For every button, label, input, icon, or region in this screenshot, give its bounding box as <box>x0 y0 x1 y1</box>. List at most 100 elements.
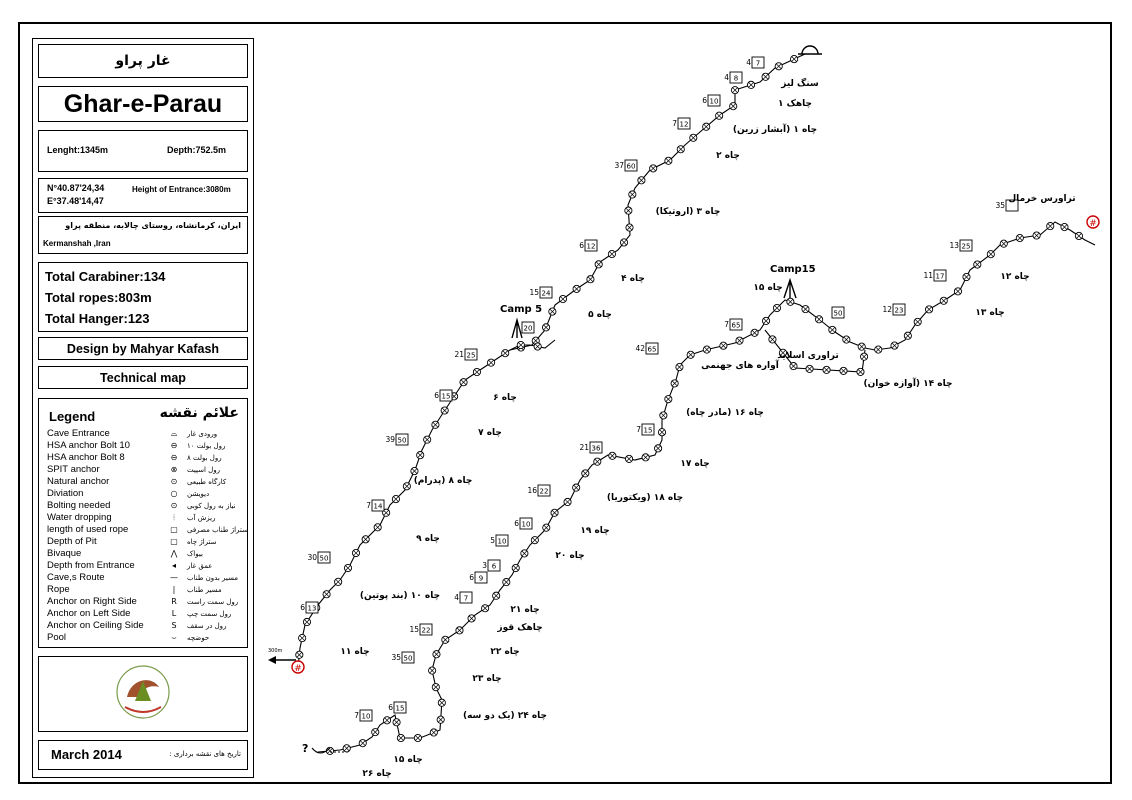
rope-length-value: 50 <box>404 655 413 663</box>
anchor-cross-mark <box>456 627 463 633</box>
label-chah26: چاه ۲۶ <box>362 769 391 779</box>
anchor-cross-mark <box>974 261 980 268</box>
legend-item-label-fa: رول بولت ۱۰ <box>187 442 226 450</box>
pit-depth-value: 11 <box>923 271 933 280</box>
rope-length-value: 50 <box>398 437 407 445</box>
pit-depth-value: 6 <box>579 241 584 250</box>
coordinates-box: N°40.87'24,34 E°37.48'14,47 Height of En… <box>38 178 248 213</box>
location-en: Kermanshah ,Iran <box>43 239 111 248</box>
label-chah13: چاه ۱۳ <box>975 308 1004 318</box>
total-ropes: Total ropes:803m <box>45 290 152 305</box>
coord-n: N°40.87'24,34 <box>47 183 105 193</box>
rope-length-box <box>419 623 433 636</box>
rope-length-value: 65 <box>648 346 657 354</box>
legend-symbol-icon: R <box>171 597 177 606</box>
rope-length-box <box>439 389 453 402</box>
rope-length-box <box>584 239 598 252</box>
anchor-cross-mark <box>774 305 780 311</box>
label-chah16: چاه ۱۶ (مادر چاه) <box>686 408 764 418</box>
legend-item-label: Bivaque <box>47 548 82 559</box>
pit-depth-value: 4 <box>724 73 729 82</box>
legend-item-label: HSA anchor Bolt 8 <box>47 452 125 463</box>
pit-depth-value: 35 <box>995 201 1005 210</box>
pit-depth-value: 7 <box>354 711 359 720</box>
rope-length-box <box>729 318 743 331</box>
anchor-cross-mark <box>732 87 738 93</box>
legend-symbol-icon: ⊖ <box>170 441 178 450</box>
anchor-cross-mark <box>769 336 776 343</box>
label-chah9: چاه ۹ <box>416 534 440 544</box>
legend-item-label-fa: مسیر طناب <box>187 586 222 594</box>
depth-value: Depth:752.5m <box>167 145 227 155</box>
rope-length-box <box>707 94 721 107</box>
anchor-cross-mark <box>582 470 588 477</box>
legend-symbol-icon: ○ <box>170 489 178 498</box>
anchor-cross-mark <box>688 352 694 358</box>
label-chah12: چاه ۱۲ <box>1000 272 1029 282</box>
logo-box <box>38 656 248 732</box>
label-chah7: چاه ۷ <box>478 428 502 438</box>
label-traverse-khormal: تراورس خرمال <box>1008 194 1075 204</box>
rope-length-value: 7 <box>756 60 760 68</box>
anchor-cross-mark <box>690 135 696 141</box>
pit-depth-value: 6 <box>702 96 707 105</box>
depth-marker <box>268 656 296 664</box>
anchor-cross-mark <box>703 124 709 130</box>
rope-length-box <box>645 342 659 355</box>
legend-item-label-fa: حوضچه <box>187 634 210 642</box>
total-carabiner: Total Carabiner:134 <box>45 269 166 284</box>
anchor-cross-mark <box>642 454 649 460</box>
anchor-cross-mark <box>518 342 524 348</box>
rope-length-value: 9 <box>479 575 483 583</box>
pit-depth-value: 6 <box>300 603 305 612</box>
pit-depth-value: 15 <box>529 288 539 297</box>
legend-symbol-icon: ⊖ <box>170 453 178 462</box>
legend-item-label: length of used rope <box>47 524 129 535</box>
rope-length-value: 10 <box>498 538 507 546</box>
rope-length-box <box>395 433 409 446</box>
anchor-cross-mark <box>776 63 782 69</box>
legend-item-label: Pool <box>47 632 67 643</box>
legend-item-label: Diviation <box>47 488 84 499</box>
anchor-cross-mark <box>502 350 508 356</box>
pit-depth-value: 13 <box>949 241 959 250</box>
rope-length-box <box>729 71 743 84</box>
anchor-cross-mark <box>730 103 736 109</box>
anchor-cross-mark <box>650 165 656 172</box>
anchor-cross-mark <box>596 261 602 268</box>
anchor-cross-mark <box>344 745 350 751</box>
rope-length-box <box>641 423 655 436</box>
label-chah2: چاه ۲ <box>716 151 740 161</box>
label-chah15b: چاه ۱۵ <box>393 755 422 765</box>
anchor-cross-mark <box>594 459 600 465</box>
anchor-cross-mark <box>963 274 970 280</box>
anchor-cross-mark <box>560 296 566 302</box>
anchor-cross-mark <box>915 319 921 325</box>
anchor-cross-mark <box>323 591 330 597</box>
legend-item-label: HSA anchor Bolt 10 <box>47 440 130 451</box>
rope-length-value: 24 <box>542 290 551 298</box>
rope-length-box <box>677 117 691 130</box>
label-chah22: چاه ۲۲ <box>490 647 519 657</box>
anchor-cross-mark <box>857 369 864 375</box>
label-chah21: چاه ۲۱ <box>510 605 539 615</box>
dimensions-box: Lenght:1345m Depth:752.5m <box>38 130 248 172</box>
legend-symbol-icon: ⌣ <box>171 633 177 642</box>
label-chah23: چاه ۲۳ <box>472 674 501 684</box>
rope-length-box <box>751 56 765 69</box>
rope-length-box <box>371 499 385 512</box>
anchor-cross-mark <box>626 224 633 231</box>
rope-length-value: 12 <box>587 243 596 251</box>
legend-symbol-icon: ▢ <box>170 537 178 546</box>
anchor-cross-mark <box>372 729 378 735</box>
coord-e: E°37.48'14,47 <box>47 196 104 206</box>
label-chahak1: چاهک ۱ <box>778 99 812 109</box>
rope-length-box <box>589 441 603 454</box>
label-chah14: چاه ۱۴ (آوازه خوان) <box>864 377 953 389</box>
legend-symbol-icon: ▢ <box>170 525 178 534</box>
title-fa: غار پراو <box>38 44 248 78</box>
anchor-cross-mark <box>941 298 947 304</box>
anchor-cross-mark <box>564 499 571 505</box>
anchor-cross-mark <box>573 484 579 491</box>
anchor-cross-mark <box>393 496 399 502</box>
